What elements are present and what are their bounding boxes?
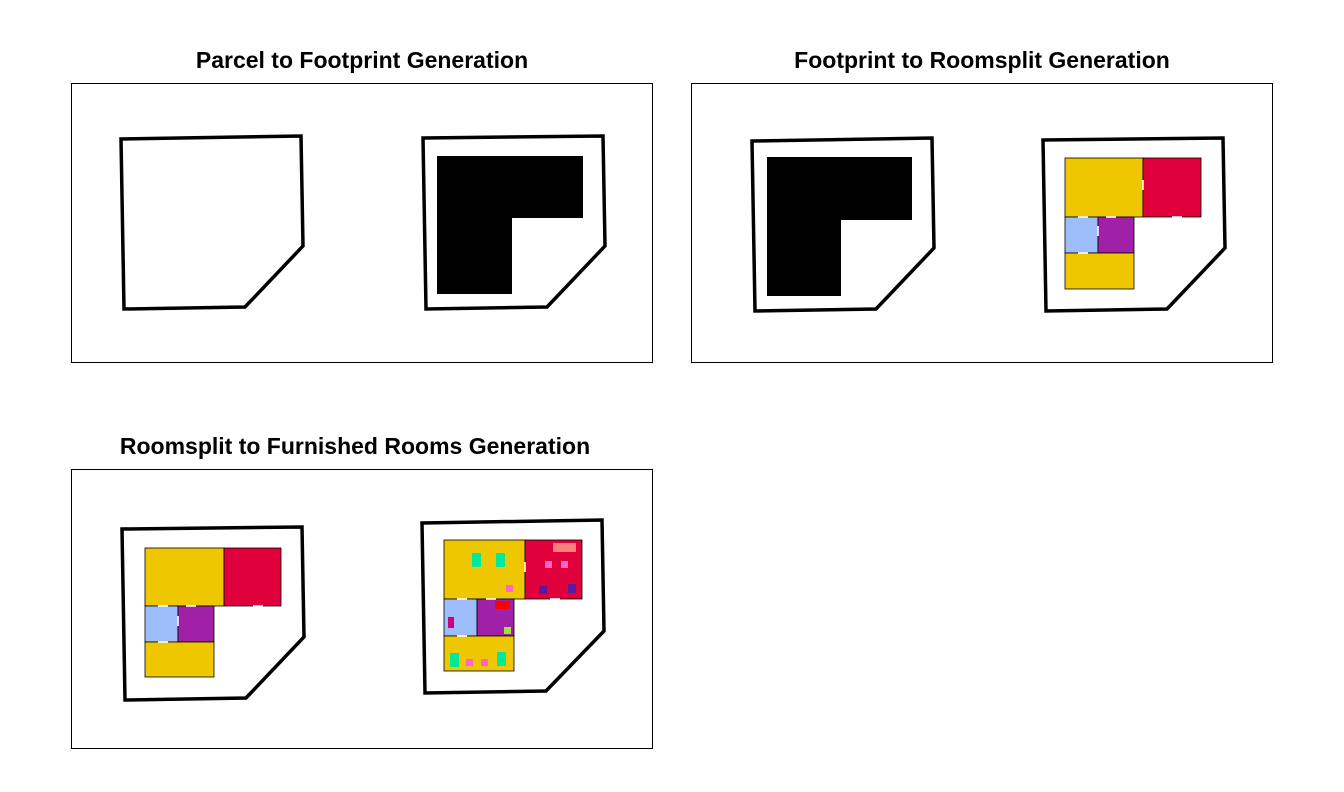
footprint-shape	[437, 156, 583, 294]
room-light-blue	[144, 605, 179, 643]
doors	[1078, 180, 1182, 254]
furniture	[448, 543, 576, 667]
parcel-outline-with-footprint	[750, 136, 936, 313]
room-red	[223, 547, 282, 607]
doors	[457, 562, 560, 637]
panel-title-parcel-to-footprint: Parcel to Footprint Generation	[195, 47, 529, 73]
parcel-outline-with-roomsplit	[120, 525, 306, 702]
parcel-outline-with-footprint	[421, 134, 607, 311]
roomsplit	[1064, 157, 1202, 290]
panel-roomsplit-to-furnished	[71, 469, 653, 749]
panel-title-footprint-to-roomsplit: Footprint to Roomsplit Generation	[794, 47, 1170, 73]
furniture-pink-item	[506, 585, 513, 592]
parcel-outline-with-furnished-rooms	[420, 518, 606, 695]
furnished-rooms	[443, 539, 583, 672]
room-yellow-bottom	[144, 641, 215, 678]
room-purple	[1097, 216, 1135, 254]
parcel-outline	[119, 134, 305, 311]
furniture-green-item	[497, 652, 506, 666]
furniture-green-item	[472, 553, 481, 567]
furniture-darkpurple-item	[539, 586, 547, 594]
room-yellow-top	[1064, 157, 1144, 218]
parcel-outline-with-roomsplit	[1041, 136, 1227, 313]
panel-title-roomsplit-to-furnished: Roomsplit to Furnished Rooms Generation	[119, 433, 591, 459]
panel-footprint-to-roomsplit-canvas	[750, 136, 1227, 313]
furniture-darkpurple-item	[568, 584, 576, 593]
furniture-magenta-item	[448, 617, 454, 628]
furniture-green-item	[496, 553, 505, 567]
furniture-pink-item	[466, 659, 473, 666]
furniture-lime-item	[504, 627, 511, 634]
furniture-green-item	[450, 653, 459, 667]
furniture-red-item	[495, 601, 510, 609]
footprint-shape	[767, 157, 912, 296]
panel-parcel-to-footprint-canvas	[119, 134, 607, 311]
room-red	[1142, 157, 1202, 218]
panel-footprint-to-roomsplit	[691, 83, 1273, 363]
room-purple	[177, 605, 215, 643]
room-yellow-bottom	[1064, 252, 1135, 290]
roomsplit	[144, 547, 282, 678]
furniture-salmon-item	[553, 543, 576, 552]
room-yellow-top	[144, 547, 225, 607]
panel-parcel-to-footprint	[71, 83, 653, 363]
furniture-pink-item	[481, 659, 488, 666]
panel-roomsplit-to-furnished-canvas	[120, 518, 606, 702]
doors	[158, 605, 263, 643]
furniture-pink-item	[545, 561, 552, 568]
room-light-blue	[1064, 216, 1099, 254]
furniture-pink-item	[561, 561, 568, 568]
